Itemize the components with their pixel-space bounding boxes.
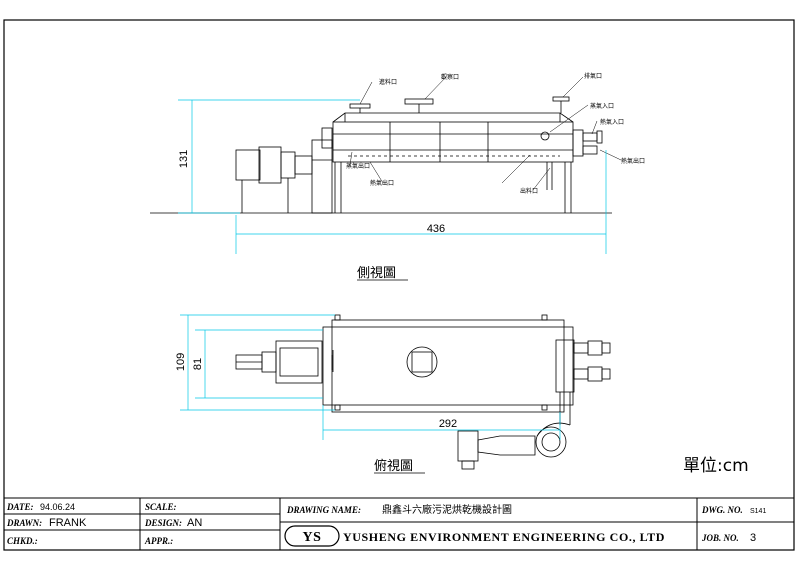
sheet-border bbox=[3, 19, 795, 551]
top-drum bbox=[322, 326, 574, 406]
dimension-offset: 292 bbox=[439, 418, 457, 430]
svg-text:YS: YS bbox=[302, 530, 321, 545]
company-name: YUSHENG ENVIRONMENT ENGINEERING CO., LTD bbox=[343, 530, 665, 544]
dwg-no-value: S141 bbox=[750, 508, 766, 515]
top-view-title: 俯視圖 bbox=[374, 458, 413, 474]
chkd-label: CHKD.: bbox=[7, 536, 38, 546]
top-inspection-port bbox=[406, 346, 438, 378]
drawing-name-label: DRAWING NAME: bbox=[286, 505, 361, 515]
callout-hot-air-inlet: 熱氣入口 bbox=[600, 118, 624, 126]
dimension-width-outer: 109 bbox=[175, 353, 187, 371]
side-callouts: 進料口 觀察口 排氣口 蒸氣入口 蒸氣出口 熱氣入口 熱氣出口 出料口 熱氣出口 bbox=[346, 72, 645, 195]
company-logo: YS bbox=[284, 525, 340, 547]
callout-hot-air-outlet-right: 熱氣出口 bbox=[621, 157, 645, 165]
callout-exhaust-port: 排氣口 bbox=[584, 72, 602, 80]
job-no-label: JOB. NO. bbox=[701, 533, 739, 543]
callout-hot-air-outlet: 熱氣出口 bbox=[370, 179, 394, 187]
side-view bbox=[150, 96, 612, 214]
callout-steam-outlet: 蒸氣出口 bbox=[346, 162, 370, 170]
dwg-no-label: DWG. NO. bbox=[701, 505, 743, 515]
unit-label: 單位:cm bbox=[683, 456, 749, 476]
callout-discharge-port: 出料口 bbox=[520, 187, 538, 195]
job-no-value: 3 bbox=[750, 532, 756, 544]
top-view bbox=[235, 314, 611, 470]
drawn-label: DRAWN: bbox=[6, 518, 42, 528]
design-value: AN bbox=[187, 517, 202, 529]
date-label: DATE: bbox=[6, 502, 34, 512]
drawn-value: FRANK bbox=[49, 517, 87, 529]
dimension-height: 131 bbox=[178, 150, 190, 168]
scale-label: SCALE: bbox=[145, 502, 177, 512]
side-dimensions bbox=[178, 99, 607, 254]
design-label: DESIGN: bbox=[144, 518, 182, 528]
drawing-name-value: 鼎鑫斗六廠污泥烘乾機設計圖 bbox=[382, 503, 512, 516]
dimension-width-inner: 81 bbox=[192, 358, 204, 370]
side-motor bbox=[235, 149, 261, 181]
date-value: 94.06.24 bbox=[40, 502, 75, 512]
callout-steam-inlet: 蒸氣入口 bbox=[590, 102, 614, 110]
title-block bbox=[4, 497, 794, 550]
callout-observation-port: 觀察口 bbox=[441, 73, 459, 81]
top-dimensions bbox=[180, 314, 561, 440]
side-view-title: 側視圖 bbox=[357, 266, 396, 281]
dimension-length: 436 bbox=[427, 223, 445, 235]
side-callout-leaders bbox=[349, 76, 622, 191]
appr-label: APPR.: bbox=[144, 536, 173, 546]
callout-feed-inlet: 進料口 bbox=[379, 78, 397, 86]
top-blower bbox=[535, 426, 567, 458]
